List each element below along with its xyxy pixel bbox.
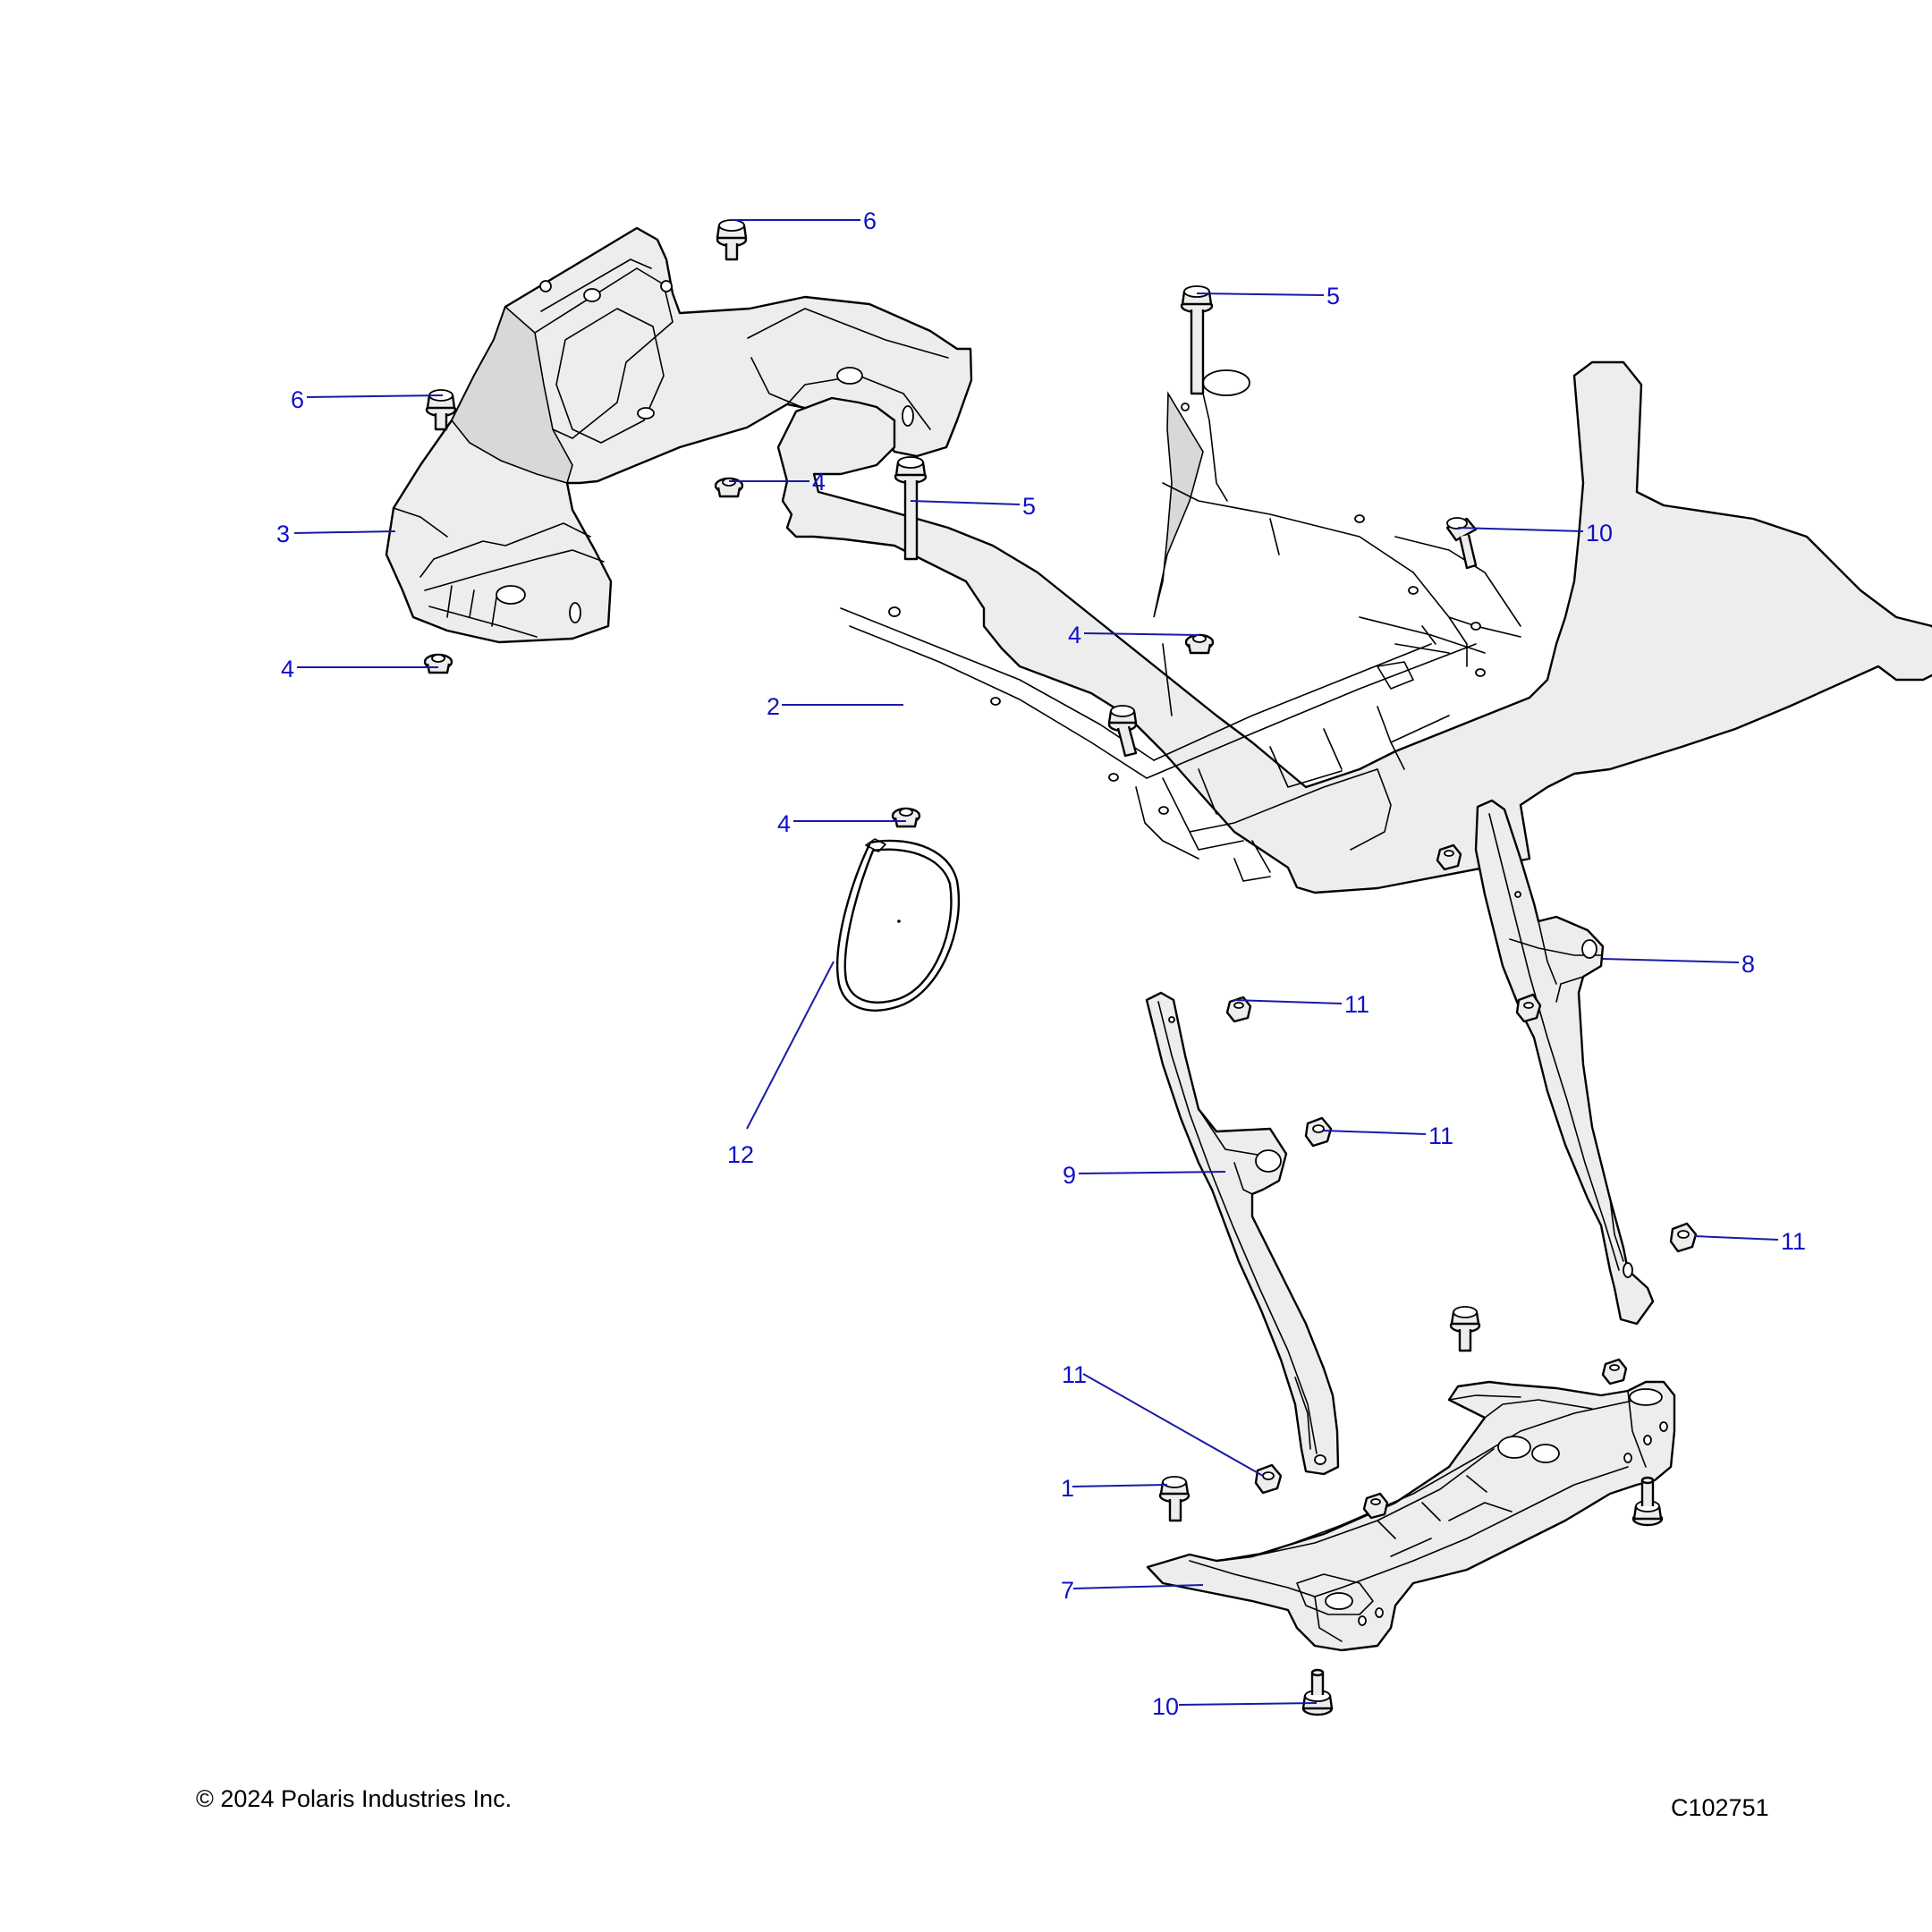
callout-8: 8 (1741, 951, 1755, 978)
callout-11-c: 11 (1781, 1228, 1806, 1255)
part-9-left-rail (1145, 991, 1340, 1476)
grommet-4-center (1184, 633, 1215, 655)
leader-lines (293, 219, 1779, 1706)
callout-4-left: 4 (281, 656, 294, 682)
bolt-1 (1158, 1476, 1191, 1522)
callout-11-b: 11 (1428, 1123, 1453, 1149)
bolt-rear-right (1631, 1476, 1664, 1527)
part-7-rear-cross-member (1146, 1380, 1676, 1652)
bolt-rear-center (1449, 1306, 1481, 1352)
callout-11-d: 11 (1062, 1361, 1087, 1388)
nut-11-d (1254, 1463, 1283, 1495)
callout-3: 3 (276, 521, 290, 547)
callout-4-top: 4 (812, 469, 826, 496)
bolt-10-lower (1301, 1668, 1334, 1716)
part-12-band-clamp (836, 838, 961, 1012)
callout-7: 7 (1061, 1577, 1074, 1604)
nut-11-b (1304, 1116, 1333, 1148)
nut-rail-8-mid (1515, 993, 1542, 1023)
part-2-main-cross-frame (776, 360, 1932, 894)
nut-rail-8-top (1436, 843, 1462, 871)
callout-2: 2 (767, 693, 780, 720)
bolt-5-middle (894, 456, 928, 561)
copyright-notice: © 2024 Polaris Industries Inc. (196, 1785, 512, 1812)
callout-4-center: 4 (1068, 622, 1081, 648)
nut-11-c (1669, 1222, 1698, 1253)
callout-4-lower: 4 (777, 810, 791, 837)
callout-10-upper: 10 (1586, 520, 1613, 547)
callout-5-upper: 5 (1326, 283, 1340, 309)
callout-11-a: 11 (1344, 991, 1369, 1018)
callout-6-top: 6 (863, 208, 877, 234)
bolt-6-left (425, 389, 457, 431)
callout-1: 1 (1061, 1475, 1074, 1502)
grommet-4-left (423, 653, 453, 674)
bolt-10-upper (1445, 517, 1478, 570)
nut-rear-a (1601, 1358, 1628, 1385)
callout-9: 9 (1063, 1162, 1076, 1189)
bolt-6-top (716, 219, 748, 261)
callout-5-middle: 5 (1022, 493, 1036, 520)
bolt-5-upper (1180, 285, 1214, 395)
grommet-4-lower (891, 807, 921, 828)
nut-rear-b (1362, 1492, 1389, 1520)
figure-id: C102751 (1671, 1794, 1769, 1821)
bolt-frame-mid (1107, 705, 1138, 758)
part-8-right-rail (1474, 799, 1655, 1326)
part-3-front-mount-bracket (385, 226, 973, 644)
callout-labels: 6 6 5 5 4 3 4 10 4 2 4 12 8 11 11 9 11 1… (276, 208, 1806, 1720)
nut-11-a (1225, 996, 1252, 1023)
callout-12: 12 (727, 1141, 754, 1168)
callout-6-left: 6 (291, 386, 304, 413)
callout-10-lower: 10 (1152, 1693, 1179, 1720)
